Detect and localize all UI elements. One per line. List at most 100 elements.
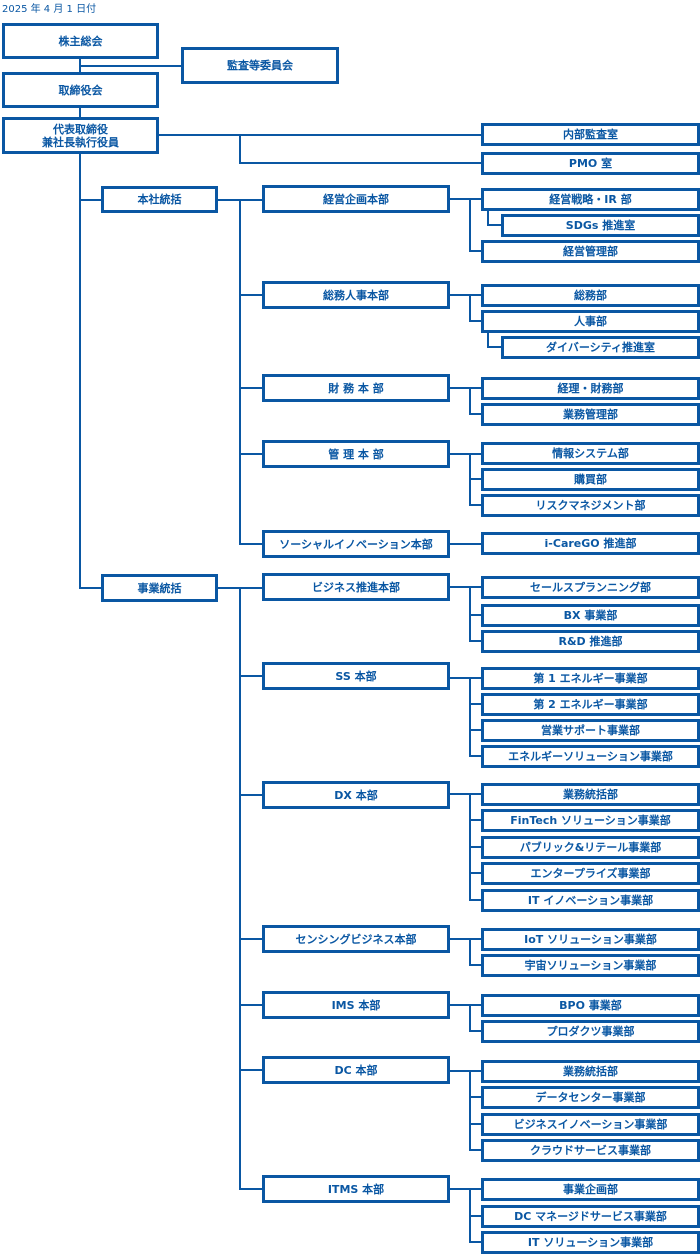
group-label: 事業統括 <box>137 581 182 595</box>
pmo-box: PMO 室 <box>481 152 700 175</box>
department-box: 経営戦略・IR 部 <box>481 188 700 211</box>
pmo-label: PMO 室 <box>568 157 613 170</box>
department-label: 総務部 <box>574 289 607 302</box>
department-box: 経理・財務部 <box>481 377 700 400</box>
department-box: リスクマネジメント部 <box>481 494 700 517</box>
shareholders-label: 株主総会 <box>58 34 103 48</box>
division-box: DC 本部 <box>262 1056 450 1084</box>
department-label: i-CareGO 推進部 <box>544 537 637 550</box>
division-box: ビジネス推進本部 <box>262 573 450 601</box>
division-box: ITMS 本部 <box>262 1175 450 1203</box>
department-label: 宇宙ソリューション事業部 <box>524 959 657 972</box>
department-label: IT ソリューション事業部 <box>527 1236 654 1249</box>
department-label: FinTech ソリューション事業部 <box>510 814 671 827</box>
department-box: 第 1 エネルギー事業部 <box>481 667 700 690</box>
internal-audit-box: 内部監査室 <box>481 123 700 146</box>
department-box: IT ソリューション事業部 <box>481 1231 700 1254</box>
department-label: プロダクツ事業部 <box>546 1025 635 1038</box>
department-box: DC マネージドサービス事業部 <box>481 1205 700 1228</box>
department-label: クラウドサービス事業部 <box>530 1144 651 1157</box>
department-box: ダイバーシティ推進室 <box>501 336 700 359</box>
department-label: SDGs 推進室 <box>565 219 636 232</box>
department-label: 経営戦略・IR 部 <box>549 193 632 206</box>
division-box: 経営企画本部 <box>262 185 450 213</box>
department-box: 業務統括部 <box>481 1060 700 1083</box>
department-box: BPO 事業部 <box>481 994 700 1017</box>
department-box: プロダクツ事業部 <box>481 1020 700 1043</box>
department-box: i-CareGO 推進部 <box>481 532 700 555</box>
group-box-business: 事業統括 <box>101 574 218 602</box>
department-box: 情報システム部 <box>481 442 700 465</box>
department-box: IT イノベーション事業部 <box>481 889 700 912</box>
group-box-headquarters: 本社統括 <box>101 186 218 213</box>
department-label: IoT ソリューション事業部 <box>524 933 657 946</box>
ceo-label-line1: 代表取締役 <box>53 122 108 136</box>
department-label: 業務管理部 <box>563 408 618 421</box>
department-label: 人事部 <box>574 315 607 328</box>
department-box: 事業企画部 <box>481 1178 700 1201</box>
department-label: 購買部 <box>574 473 607 486</box>
department-box: IoT ソリューション事業部 <box>481 928 700 951</box>
division-label: ビジネス推進本部 <box>312 580 400 594</box>
ceo-box: 代表取締役 兼社長執行役員 <box>2 117 159 154</box>
group-label: 本社統括 <box>137 193 182 206</box>
department-label: ビジネスイノベーション事業部 <box>513 1118 668 1131</box>
department-box: 人事部 <box>481 310 700 333</box>
ceo-label-line2: 兼社長執行役員 <box>42 135 119 149</box>
division-label: SS 本部 <box>335 669 377 683</box>
department-box: 第 2 エネルギー事業部 <box>481 693 700 716</box>
board-label: 取締役会 <box>58 83 103 97</box>
department-box: 営業サポート事業部 <box>481 719 700 742</box>
division-label: 経営企画本部 <box>323 192 389 206</box>
division-box: 管 理 本 部 <box>262 440 450 468</box>
department-label: BPO 事業部 <box>559 999 622 1012</box>
department-box: エネルギーソリューション事業部 <box>481 745 700 768</box>
department-box: クラウドサービス事業部 <box>481 1139 700 1162</box>
board-box: 取締役会 <box>2 72 159 108</box>
department-label: R&D 推進部 <box>558 635 623 648</box>
department-box: 業務統括部 <box>481 783 700 806</box>
department-label: BX 事業部 <box>563 609 618 622</box>
department-label: 経営管理部 <box>563 245 618 258</box>
department-box: 総務部 <box>481 284 700 307</box>
department-label: 第 2 エネルギー事業部 <box>533 698 648 711</box>
department-box: FinTech ソリューション事業部 <box>481 809 700 832</box>
department-label: エネルギーソリューション事業部 <box>508 750 673 763</box>
department-box: エンタープライズ事業部 <box>481 862 700 885</box>
department-box: 宇宙ソリューション事業部 <box>481 954 700 977</box>
division-box: SS 本部 <box>262 662 450 690</box>
department-box: SDGs 推進室 <box>501 214 700 237</box>
department-box: 経営管理部 <box>481 240 700 263</box>
division-label: DX 本部 <box>334 788 378 802</box>
department-box: ビジネスイノベーション事業部 <box>481 1113 700 1136</box>
division-label: 財 務 本 部 <box>328 381 384 395</box>
division-label: センシングビジネス本部 <box>295 932 417 946</box>
division-box: 総務人事本部 <box>262 281 450 309</box>
division-box: DX 本部 <box>262 781 450 809</box>
department-label: セールスプランニング部 <box>530 581 651 594</box>
department-label: 事業企画部 <box>563 1183 618 1196</box>
department-label: 経理・財務部 <box>557 382 624 395</box>
division-label: IMS 本部 <box>331 998 381 1012</box>
audit-committee-label: 監査等委員会 <box>227 59 293 72</box>
effective-date: 2025 年 4 月 1 日付 <box>2 4 97 15</box>
department-label: ダイバーシティ推進室 <box>546 341 655 354</box>
department-label: IT イノベーション事業部 <box>527 894 654 907</box>
division-box: IMS 本部 <box>262 991 450 1019</box>
division-box: センシングビジネス本部 <box>262 925 450 953</box>
division-label: 総務人事本部 <box>323 288 389 302</box>
department-box: 業務管理部 <box>481 403 700 426</box>
department-label: 業務統括部 <box>563 1065 618 1078</box>
department-label: 第 1 エネルギー事業部 <box>533 672 648 685</box>
department-label: エンタープライズ事業部 <box>530 867 651 880</box>
department-label: 業務統括部 <box>563 788 618 801</box>
department-box: 購買部 <box>481 468 700 491</box>
division-label: DC 本部 <box>334 1063 378 1077</box>
department-box: R&D 推進部 <box>481 630 700 653</box>
division-label: ソーシャルイノベーション本部 <box>279 537 433 551</box>
department-label: パブリック&リテール事業部 <box>519 841 662 854</box>
internal-audit-label: 内部監査室 <box>563 128 618 141</box>
department-label: データセンター事業部 <box>535 1091 646 1104</box>
department-box: パブリック&リテール事業部 <box>481 836 700 859</box>
